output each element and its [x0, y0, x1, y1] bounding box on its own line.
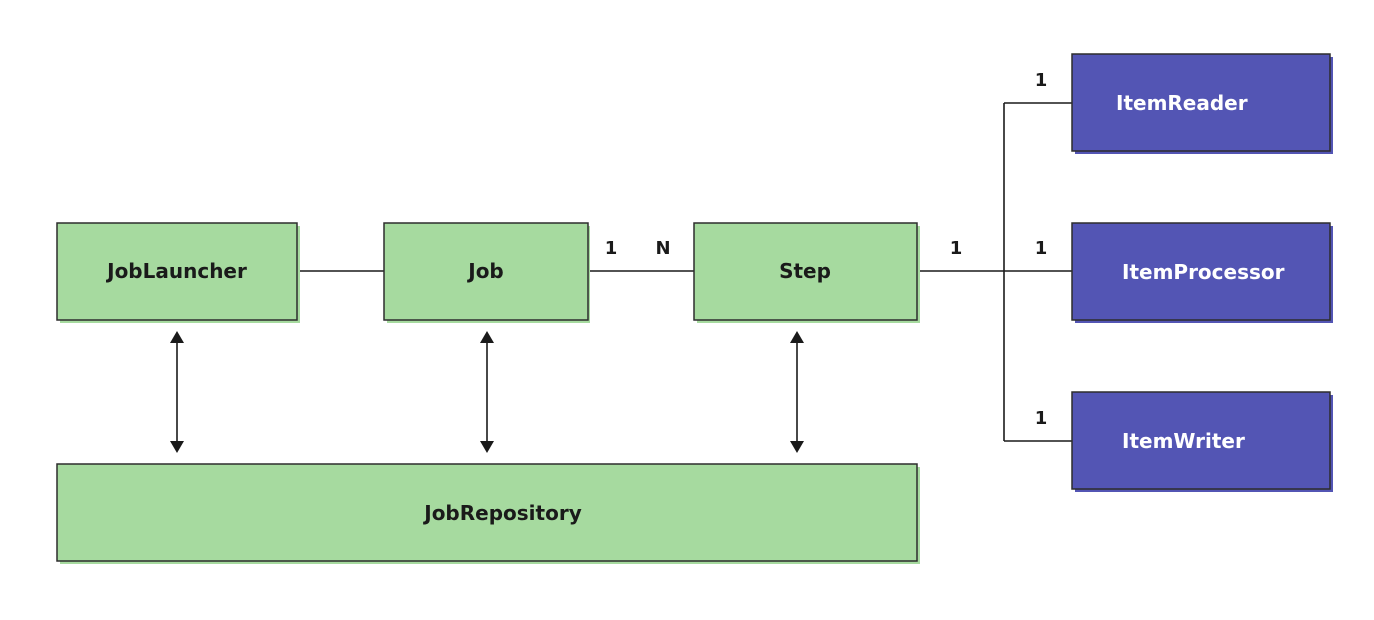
multiplicity-job-side: 1 — [605, 238, 618, 259]
job-repository-label: JobRepository — [422, 501, 581, 525]
item-processor-box: ItemProcessor — [1071, 222, 1333, 323]
item-reader-label: ItemReader — [1116, 91, 1248, 115]
multiplicity-processor: 1 — [1035, 238, 1048, 259]
item-processor-label: ItemProcessor — [1122, 260, 1285, 284]
multiplicity-reader: 1 — [1035, 70, 1048, 91]
step-box: Step — [693, 222, 920, 323]
item-writer-box: ItemWriter — [1071, 391, 1333, 492]
job-repository-box: JobRepository — [56, 463, 920, 564]
multiplicity-step-out: 1 — [950, 238, 963, 259]
multiplicity-writer: 1 — [1035, 408, 1048, 429]
job-label: Job — [466, 259, 504, 283]
job-launcher-label: JobLauncher — [105, 259, 247, 283]
item-writer-label: ItemWriter — [1122, 429, 1245, 453]
job-box: Job — [383, 222, 590, 323]
job-launcher-box: JobLauncher — [56, 222, 300, 323]
step-label: Step — [779, 259, 831, 283]
item-reader-box: ItemReader — [1071, 53, 1333, 154]
multiplicity-step-side: N — [655, 238, 670, 259]
